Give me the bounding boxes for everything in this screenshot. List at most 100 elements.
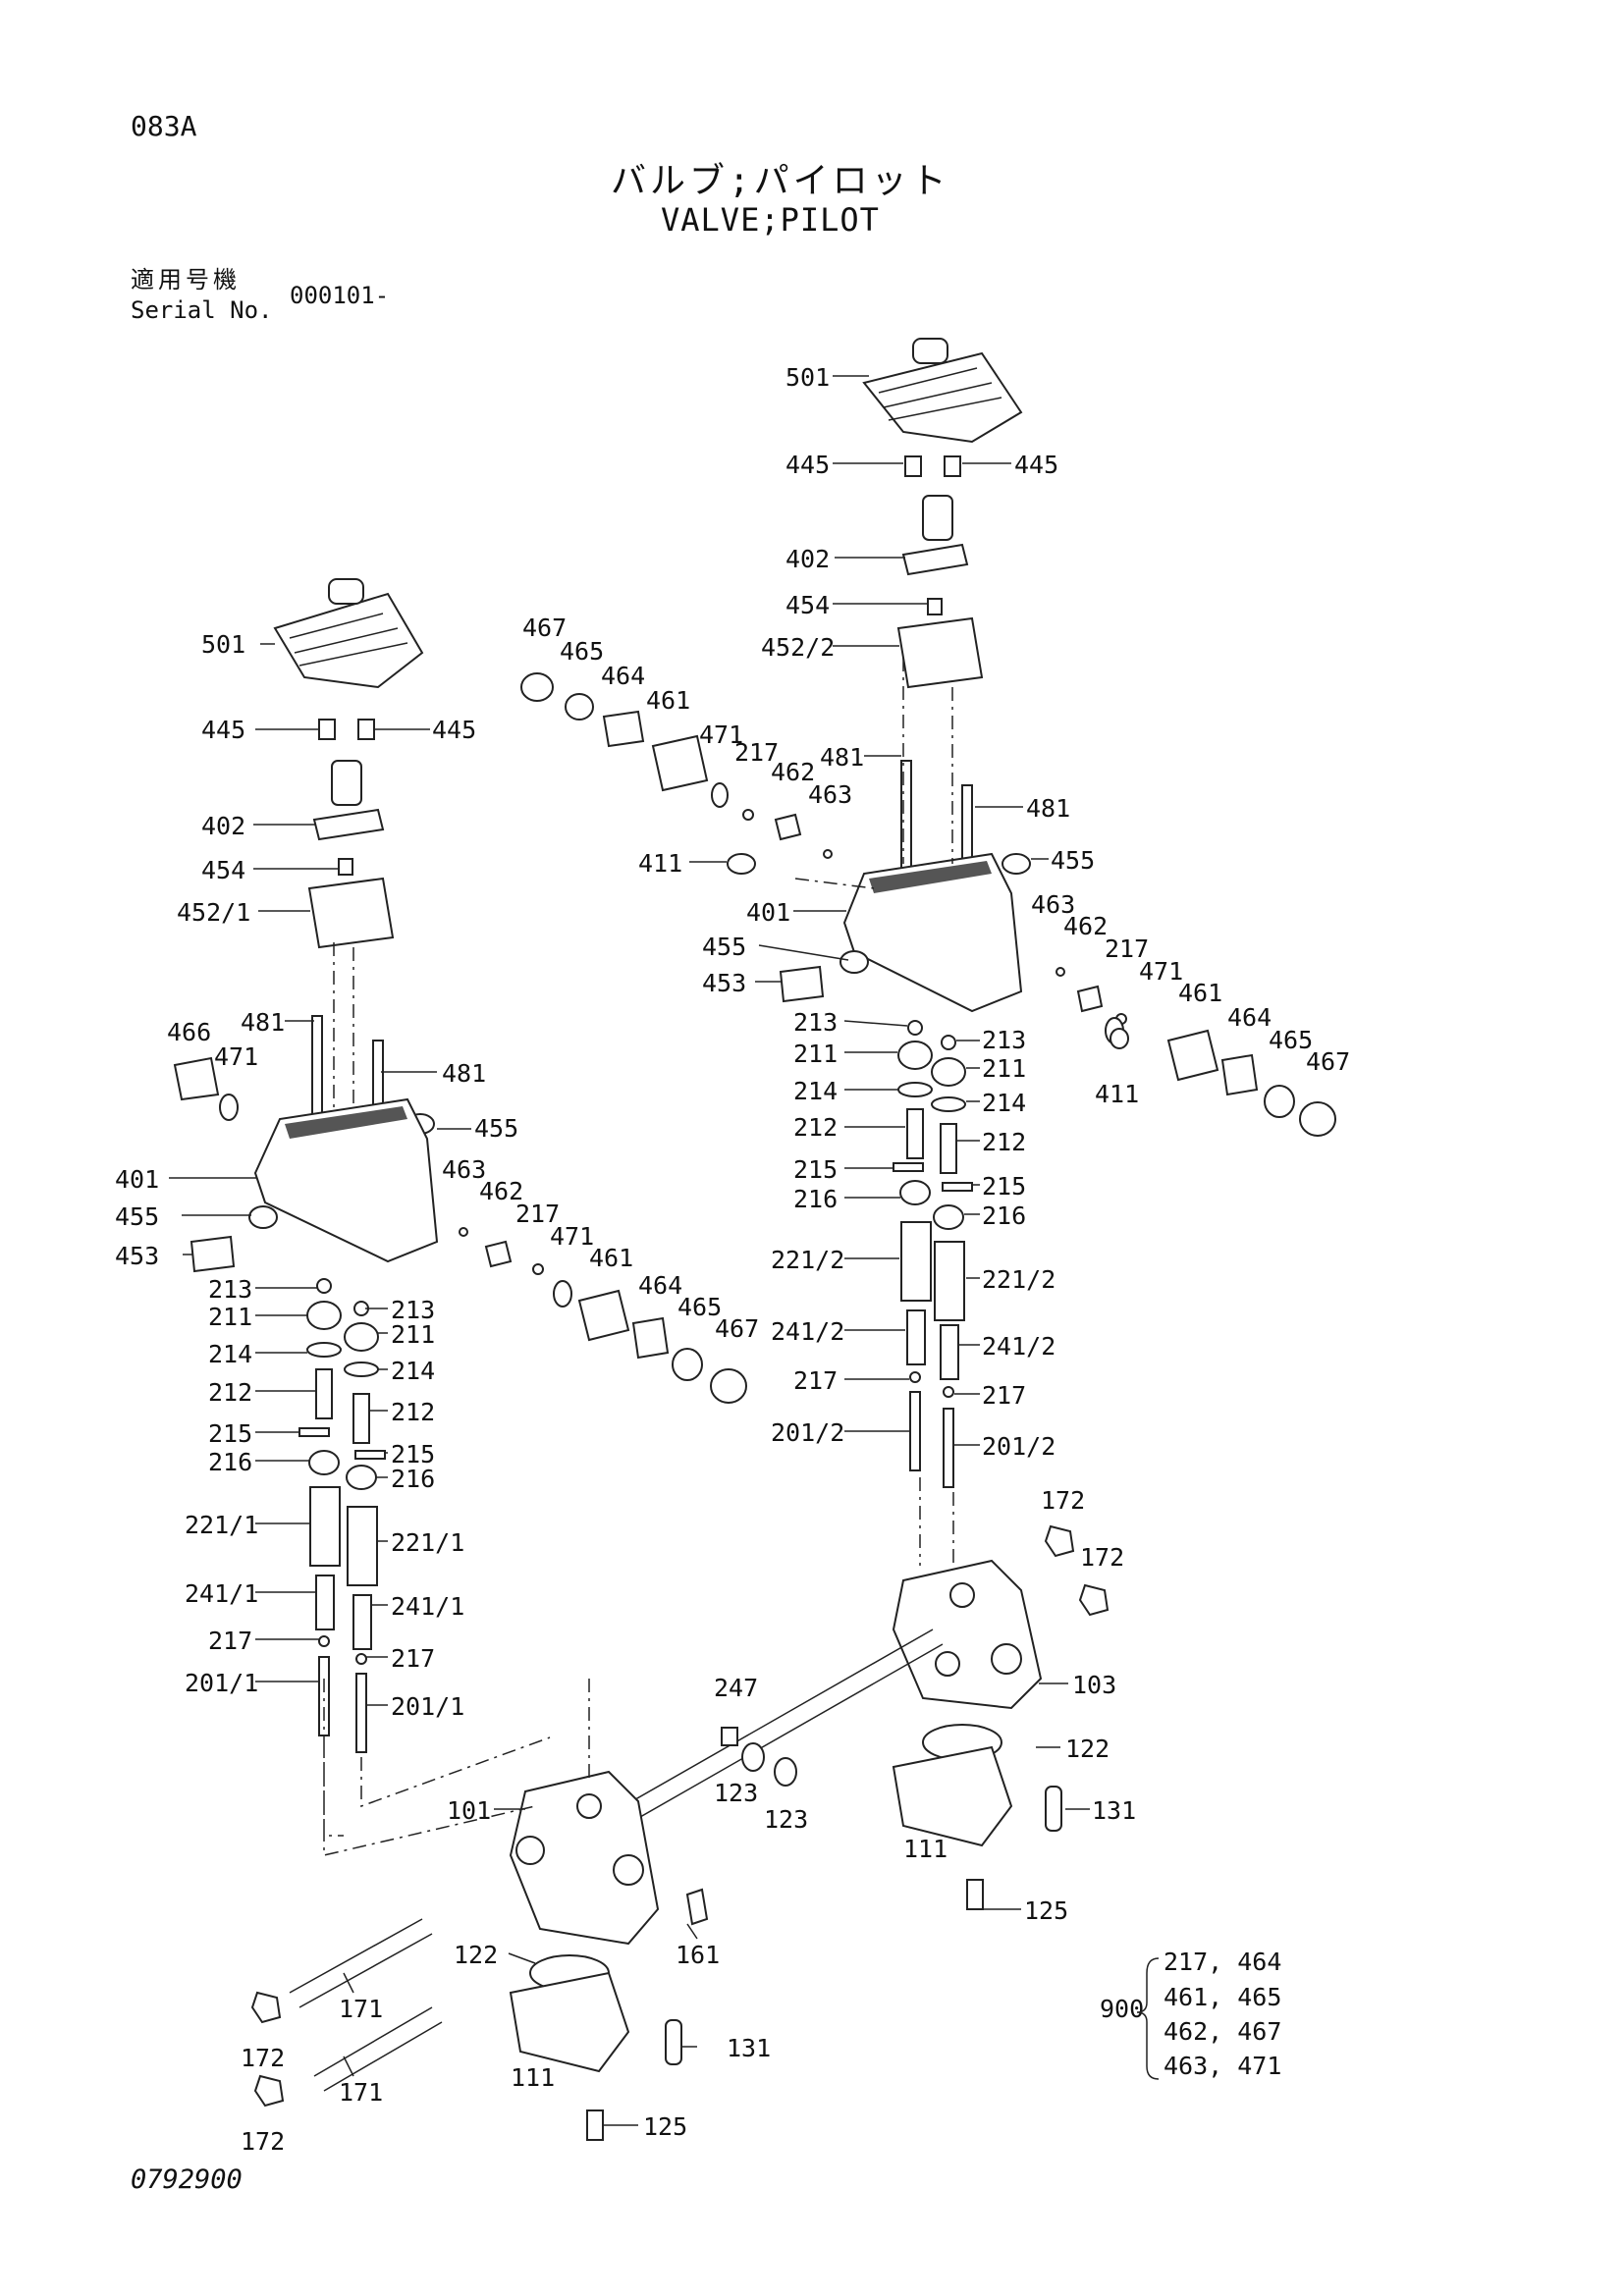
callout-212: 212: [793, 1113, 838, 1142]
rubber-boot-501-left: [273, 578, 424, 689]
plate-402-right: [901, 495, 969, 576]
rubber-boot-501-right: [862, 338, 1023, 444]
serial-number-value: 000101-: [290, 282, 390, 309]
spring-464-top: [602, 710, 645, 748]
callout-217: 217: [391, 1644, 435, 1673]
callout-217: 217: [208, 1627, 252, 1655]
callout-201-2: 201/2: [982, 1432, 1056, 1461]
callout-201-1: 201/1: [391, 1692, 464, 1721]
callout-211: 211: [982, 1054, 1026, 1083]
callout-466: 466: [167, 1018, 211, 1046]
callout-464: 464: [1227, 1003, 1272, 1032]
ring-465-left: [672, 1348, 703, 1381]
callout-214: 214: [208, 1340, 252, 1368]
ball-463-top: [823, 849, 833, 859]
callout-454: 454: [201, 856, 245, 884]
callout-211: 211: [391, 1320, 435, 1349]
screw-445-right-a: [904, 455, 922, 477]
nut-172-b: [1078, 1583, 1110, 1617]
callout-402: 402: [785, 545, 830, 573]
leader-lines: [169, 375, 1090, 2126]
spool-247: [588, 1629, 944, 1842]
repair-kit-900: 900 217, 464 461, 465 462, 467 463, 471: [1100, 1948, 1281, 2080]
oring-471-left-b: [553, 1280, 572, 1308]
callout-111: 111: [903, 1835, 947, 1863]
callout-131: 131: [727, 2034, 771, 2062]
callout-465: 465: [677, 1293, 722, 1321]
pin-131-left: [665, 2019, 682, 2065]
callout-467: 467: [715, 1314, 759, 1343]
kit-number: 900: [1100, 1995, 1144, 2023]
ball-463-right: [1056, 967, 1065, 977]
callout-247: 247: [714, 1674, 758, 1702]
callout-221-1: 221/1: [185, 1511, 258, 1539]
callout-122: 122: [1065, 1735, 1110, 1763]
kit-row: 463, 471: [1164, 2052, 1281, 2080]
body-101: [509, 1770, 660, 1946]
spring-464-right: [1220, 1053, 1259, 1096]
block-452-1: [307, 877, 395, 949]
callout-467: 467: [522, 614, 567, 642]
callout-131: 131: [1092, 1796, 1136, 1825]
callout-213: 213: [208, 1275, 252, 1304]
body-103: [892, 1559, 1043, 1710]
block-452-2: [896, 616, 984, 689]
callout-471: 471: [1139, 957, 1183, 986]
callout-172: 172: [241, 2127, 285, 2156]
callout-241-2: 241/2: [982, 1332, 1056, 1361]
callout-445: 445: [201, 716, 245, 744]
callout-122: 122: [454, 1941, 498, 1969]
callout-471: 471: [699, 721, 743, 749]
callout-241-2: 241/2: [771, 1317, 844, 1346]
callout-111: 111: [511, 2063, 555, 2092]
ball-463-left: [459, 1227, 468, 1237]
cap-467-top: [520, 672, 554, 702]
plate-402-left: [312, 760, 385, 841]
callout-455: 455: [474, 1114, 518, 1143]
screw-462-right: [1076, 985, 1104, 1013]
kit-brace: [1136, 1957, 1160, 2080]
cover-111-right: [892, 1745, 1013, 1847]
callout-471: 471: [550, 1222, 594, 1251]
callout-215: 215: [391, 1440, 435, 1468]
callout-455: 455: [1051, 846, 1095, 875]
callout-461: 461: [589, 1244, 633, 1272]
spring-161: [685, 1888, 709, 1926]
callout-453: 453: [115, 1242, 159, 1270]
callout-462: 462: [1063, 912, 1108, 940]
pin-454-right: [927, 598, 943, 615]
oring-123-a: [741, 1742, 765, 1772]
callout-481: 481: [820, 743, 864, 772]
callout-214: 214: [391, 1357, 435, 1385]
callout-215: 215: [982, 1172, 1026, 1201]
plug-411-right-bottom: [1110, 1028, 1129, 1049]
callout-123: 123: [714, 1779, 758, 1807]
oring-471-top: [711, 782, 729, 808]
callout-103: 103: [1072, 1671, 1116, 1699]
callout-201-1: 201/1: [185, 1669, 258, 1697]
callout-241-1: 241/1: [185, 1579, 258, 1608]
callout-463: 463: [442, 1155, 486, 1184]
plug-461-top: [651, 734, 709, 792]
callout-212: 212: [391, 1398, 435, 1426]
casing-401-right: [842, 852, 1023, 1013]
serial-label-english: Serial No.: [131, 296, 273, 324]
screw-462-top: [774, 813, 802, 841]
callout-214: 214: [982, 1089, 1026, 1117]
bush-455-right-b: [839, 950, 869, 974]
callout-123: 123: [764, 1805, 808, 1834]
piston-453-left: [189, 1235, 236, 1273]
callout-172: 172: [241, 2044, 285, 2072]
callout-471: 471: [214, 1042, 258, 1071]
callout-216: 216: [982, 1201, 1026, 1230]
callout-241-1: 241/1: [391, 1592, 464, 1621]
callout-213: 213: [391, 1296, 435, 1324]
plug-461-right: [1166, 1029, 1219, 1082]
callout-461: 461: [646, 686, 690, 715]
bolt-481-left-a: [311, 1015, 323, 1125]
page-code: 083A: [131, 110, 197, 142]
callout-463: 463: [1031, 890, 1075, 919]
callout-454: 454: [785, 591, 830, 619]
spool-stack-left-left-column: [298, 1278, 342, 1736]
